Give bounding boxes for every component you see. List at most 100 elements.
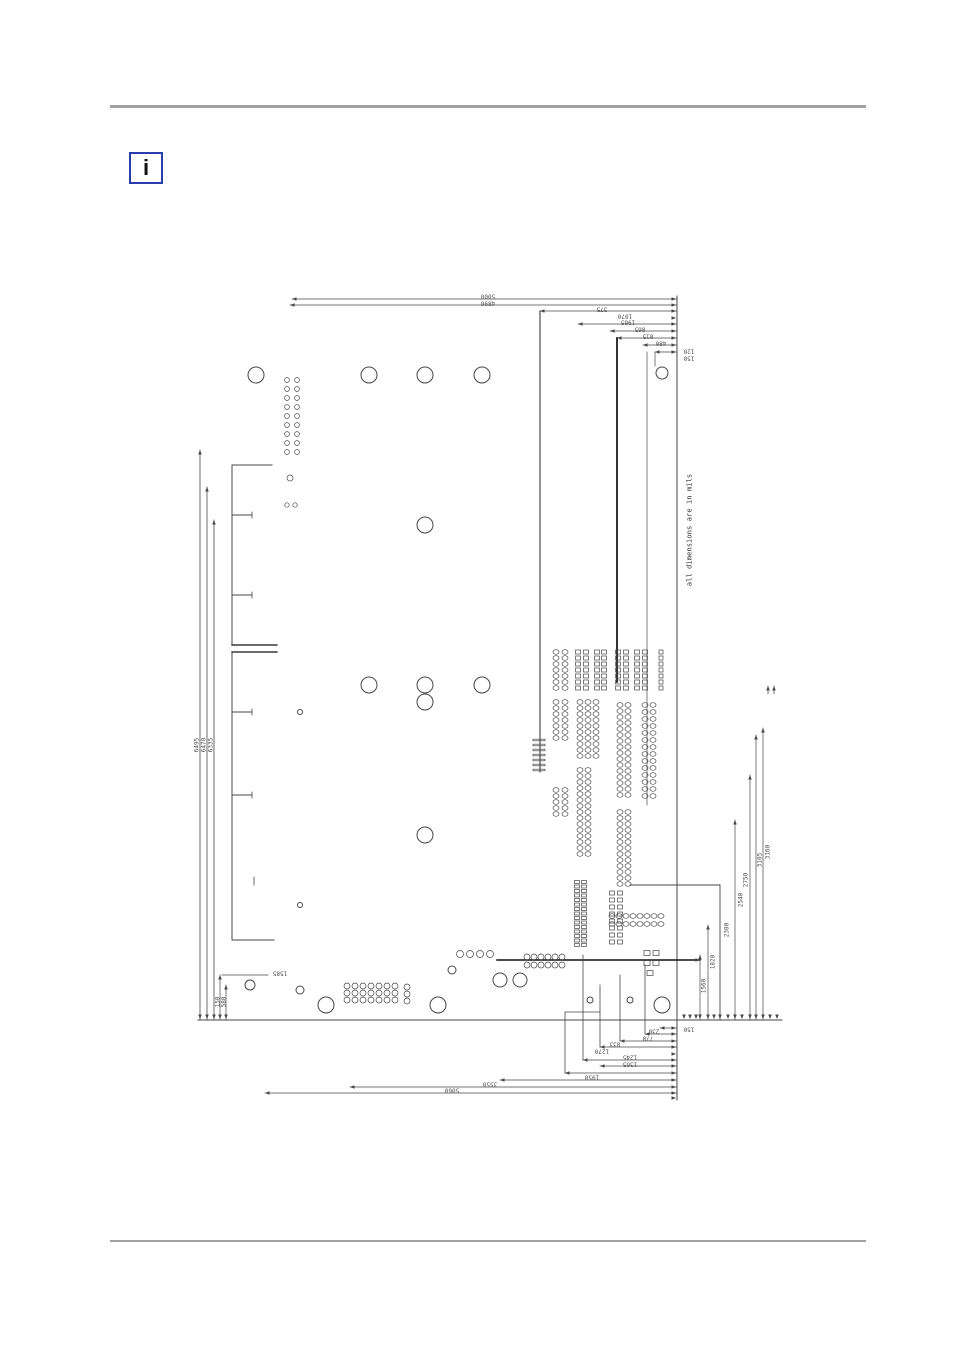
dimension-arrow [671,1032,676,1036]
pin [561,711,569,717]
pin [532,768,546,772]
pin [552,735,560,741]
pin [576,839,584,845]
pin [601,679,607,685]
pin [574,920,580,925]
mounting-hole [447,965,457,975]
mounting-holes [244,366,671,1014]
dimension-label: 3105 [757,852,764,867]
pin [624,744,632,750]
pin [616,857,624,863]
pin [636,913,644,919]
pin [581,893,587,898]
pin [641,779,649,785]
dimension-arrow [718,1014,722,1019]
pin [530,953,538,961]
dimension-arrow [694,1014,698,1019]
pin [624,702,632,708]
pin [624,726,632,732]
pin [343,989,351,997]
pin [583,685,589,691]
pin [576,791,584,797]
pin [574,898,580,902]
pin [375,996,383,1004]
pin [561,705,569,711]
pin [616,762,624,768]
dimension-arrow [265,1091,270,1095]
pin [292,502,298,508]
pin [608,913,616,919]
pin [552,705,560,711]
pin [616,881,624,887]
dimension-arrow [748,775,752,780]
pin [523,953,531,961]
dimension-arrow [600,1064,605,1068]
pin [649,793,657,799]
pin [646,970,654,976]
pin [657,921,665,927]
pin [581,884,587,889]
pin [641,723,649,729]
pin [552,661,560,667]
pin [616,732,624,738]
pin [576,717,584,723]
pin [552,799,560,805]
mounting-hole [512,972,528,988]
pin [624,875,632,881]
pin [561,793,569,799]
mounting-hole [317,996,335,1014]
dimension-label: 778 [642,1035,653,1042]
pin [615,661,621,667]
dimension-label: 2300 [724,922,731,937]
dimension-label: 6335 [208,737,215,752]
pin [576,833,584,839]
pin [634,679,640,685]
pin [391,996,399,1004]
pin [523,961,531,969]
pin [608,921,616,927]
dimension-arrow [761,1014,765,1019]
pin [532,753,546,757]
pin [581,898,587,902]
pin [561,699,569,705]
dimension-arrow [218,1014,222,1019]
pin [284,431,290,437]
pin [552,711,560,717]
pin [623,655,629,661]
pin [649,702,657,708]
pin [616,863,624,869]
pin [576,845,584,851]
pin [584,779,592,785]
dimension-arrow [617,336,622,340]
pin [576,723,584,729]
dimension-arrow [290,303,295,307]
pin [658,661,664,667]
pin [623,679,629,685]
pin [552,717,560,723]
pin [576,785,584,791]
pin [532,743,546,747]
pin [391,982,399,990]
dimension-arrow [224,1014,228,1019]
pin [641,793,649,799]
mounting-hole [416,826,434,844]
pin [615,921,623,927]
dimension-arrow [292,297,297,301]
pin [574,934,580,938]
pin [530,961,538,969]
pin [476,950,484,958]
pin [594,655,600,661]
footer-rule [110,1240,866,1242]
pin [551,961,559,969]
pin [343,996,351,1004]
pin [636,921,644,927]
pin [575,673,581,679]
dimension-label: 120 [683,348,694,355]
pin [351,982,359,990]
pin [561,667,569,673]
pin [552,729,560,735]
dimension-arrow [698,955,702,960]
pin [592,735,600,741]
pin [456,950,464,958]
dimension-label: 2540 [738,892,745,907]
